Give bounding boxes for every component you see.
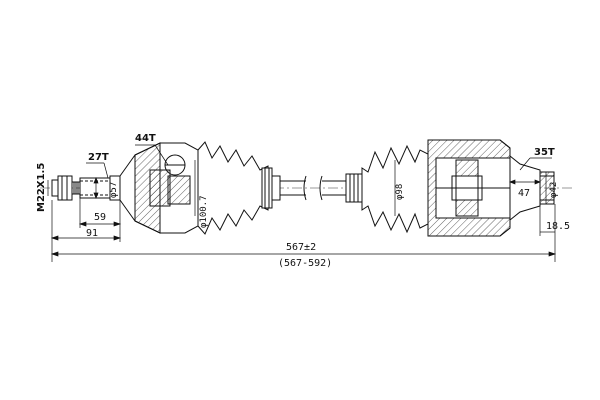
label-35t: 35T	[534, 147, 555, 158]
label-len-91: 91	[86, 228, 98, 239]
label-length-range: (567-592)	[278, 258, 332, 269]
label-27t: 27T	[88, 152, 109, 163]
dimension-lines	[47, 144, 557, 262]
label-dia-57: φ57	[109, 182, 119, 198]
label-44t: 44T	[135, 133, 156, 144]
label-dia-100-7: φ100.7	[199, 195, 209, 228]
label-len-47: 47	[518, 188, 530, 199]
outer-cv-joint	[51, 141, 306, 235]
label-thread: M22X1.5	[36, 163, 47, 212]
shaft-break	[303, 175, 346, 201]
label-len-59: 59	[94, 212, 106, 223]
label-dia-42: φ42	[549, 182, 559, 198]
label-total-length: 567±2	[286, 242, 316, 253]
label-len-18-5: 18.5	[546, 221, 570, 232]
label-dia-98: φ98	[395, 184, 405, 200]
